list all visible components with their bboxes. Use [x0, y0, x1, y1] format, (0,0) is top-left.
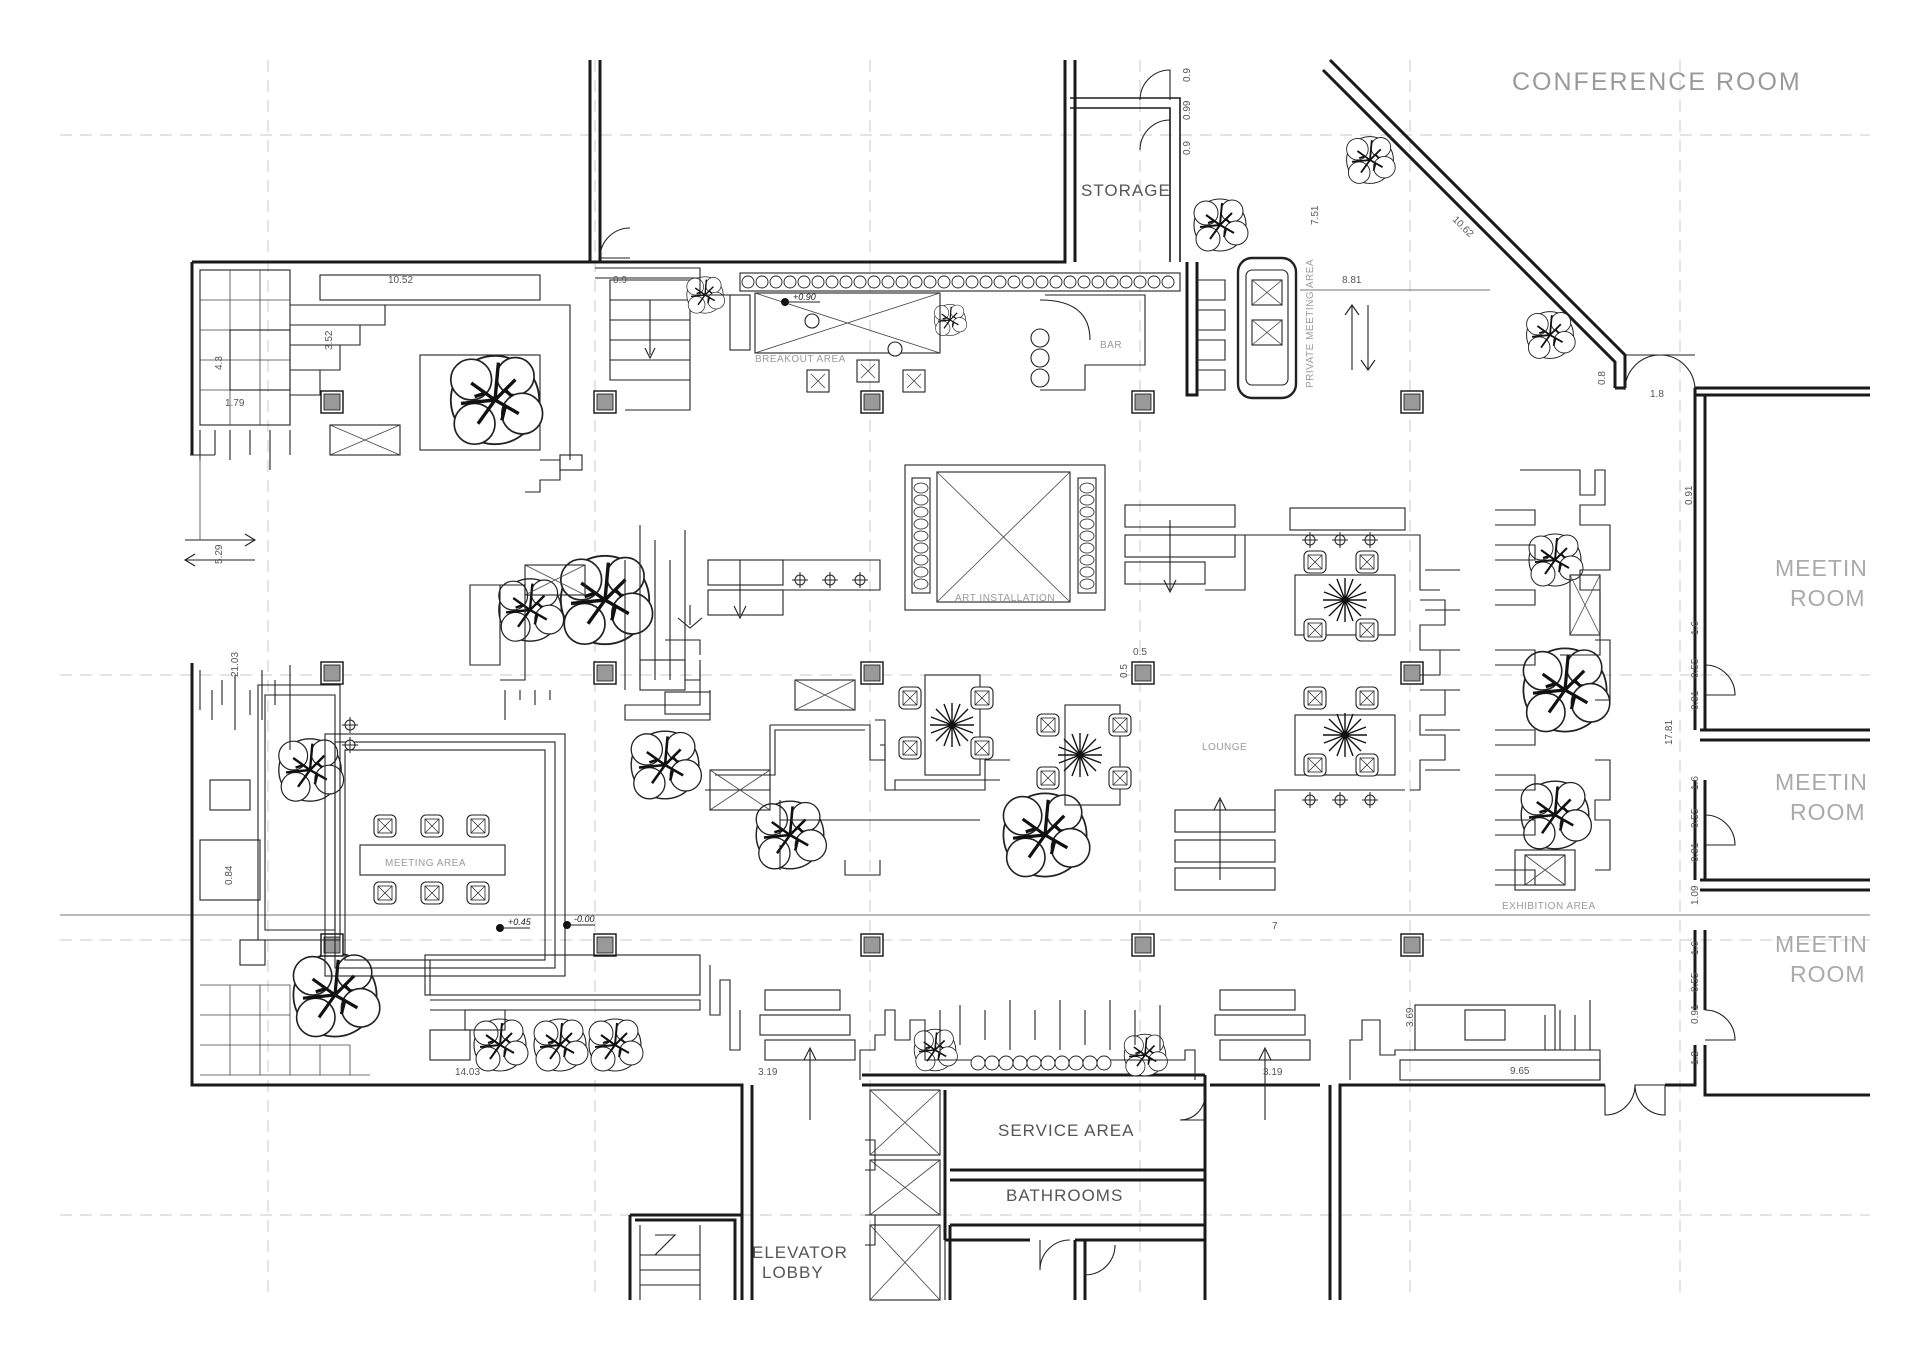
dim-1-6-a: 1.6 [1690, 621, 1701, 635]
bar-label: BAR [1100, 340, 1122, 351]
columns [320, 390, 1424, 957]
dim-10-52: 10.52 [388, 275, 413, 286]
dim-0-9-v2: 0.9 [1182, 141, 1193, 155]
meeting-room-3-label-line1: MEETIN [1775, 931, 1868, 957]
meeting-area-label: MEETING AREA [385, 858, 466, 869]
dim-0-9-v1: 0.9 [1182, 68, 1193, 82]
meeting-room-2-label-line1: MEETIN [1775, 769, 1868, 795]
dim-21-03: 21.03 [230, 652, 241, 677]
lounge-tables [898, 531, 1460, 809]
dim-0-91-b: 0.91 [1690, 842, 1701, 862]
dim-0-8: 0.8 [1597, 371, 1608, 385]
doors [599, 69, 1736, 1276]
dim-3-69: 3.69 [1405, 1007, 1416, 1027]
dim-7-51: 7.51 [1310, 205, 1321, 225]
breakout-area-label: BREAKOUT AREA [755, 354, 846, 365]
bathrooms-label: BATHROOMS [1006, 1186, 1123, 1205]
elevator-lobby-label-line2: LOBBY [762, 1263, 824, 1282]
storage-label: STORAGE [1081, 181, 1171, 200]
central-steps [707, 504, 1410, 891]
dim-0-5-b: 0.5 [1119, 664, 1130, 678]
dim-0-55-a: 0.55 [1690, 658, 1701, 678]
direction-arrows [183, 533, 257, 567]
level-plus-0-90: +0.90 [793, 292, 816, 302]
lower-left-terrace [200, 954, 741, 1076]
art-installation [904, 464, 1106, 611]
meeting-room-1-label-line2: ROOM [1790, 585, 1866, 611]
dim-8-81: 8.81 [1342, 275, 1362, 286]
dim-1-8-top: 1.8 [1650, 389, 1664, 400]
art-installation-label: ART INSTALLATION [955, 593, 1055, 604]
dim-17-81: 17.81 [1664, 720, 1675, 745]
level-zero: -0.00 [574, 914, 595, 924]
dim-1-79: 1.79 [225, 398, 245, 409]
meeting-room-3-label-line2: ROOM [1790, 961, 1866, 987]
dim-1-6-b: 1.6 [1690, 776, 1701, 790]
dim-0-5-a: 0.5 [1133, 647, 1147, 658]
dim-3-52: 3.52 [324, 330, 335, 350]
dim-1-6-c: 1.6 [1690, 941, 1701, 955]
service-area-label: SERVICE AREA [998, 1121, 1134, 1140]
dim-0-91-side: 0.91 [1684, 485, 1695, 505]
dim-1-2: 1.2 [1690, 1051, 1701, 1065]
dim-3-19-right: 3.19 [1263, 1067, 1283, 1078]
level-markers [496, 298, 820, 932]
dim-0-55-c: 0.55 [1690, 972, 1701, 992]
exhibition-area [1495, 469, 1611, 891]
dim-0-91-c: 0.91 [1690, 1004, 1701, 1024]
dim-0-99: 0.99 [1182, 100, 1193, 120]
meeting-area [199, 665, 566, 977]
walls [190, 58, 1870, 1300]
service-core [639, 1089, 946, 1301]
dim-4-3: 4.3 [214, 356, 225, 370]
dim-9-65: 9.65 [1510, 1066, 1530, 1077]
dim-0-84: 0.84 [224, 865, 235, 885]
dim-0-91-a: 0.91 [1690, 690, 1701, 710]
breakout-bar [699, 272, 1181, 391]
dim-0-9-top: 0.9 [613, 275, 627, 286]
left-steps [469, 525, 1010, 876]
meeting-room-1-label-line1: MEETIN [1775, 555, 1868, 581]
left-terrace [190, 267, 701, 540]
meeting-room-2-label-line2: ROOM [1790, 799, 1866, 825]
bottom-steps [759, 989, 1601, 1120]
breakout-seats [806, 359, 926, 393]
dimension-labels: 10.52 0.9 3.52 4.3 1.79 5.29 21.03 0.84 … [214, 68, 1701, 1078]
dim-3-19-left: 3.19 [758, 1067, 778, 1078]
private-meeting-area-label: PRIVATE MEETING AREA [1305, 259, 1316, 388]
room-labels: CONFERENCE ROOM STORAGE BAR BREAKOUT ARE… [385, 68, 1868, 1282]
level-labels: +0.90 +0.45 -0.00 [508, 292, 816, 927]
level-plus-0-45: +0.45 [508, 917, 532, 927]
exhibition-area-label: EXHIBITION AREA [1502, 901, 1596, 912]
private-meeting-table [1197, 256, 1490, 400]
dim-5-29: 5.29 [214, 544, 225, 564]
dim-14-03: 14.03 [455, 1067, 480, 1078]
elevator-lobby-label-line1: ELEVATOR [752, 1243, 848, 1262]
dim-0-55-b: 0.55 [1690, 808, 1701, 828]
dim-7: 7 [1272, 921, 1278, 932]
conference-room-label: CONFERENCE ROOM [1512, 68, 1802, 96]
lounge-label: LOUNGE [1202, 742, 1247, 753]
dim-1-09: 1.09 [1690, 885, 1701, 905]
